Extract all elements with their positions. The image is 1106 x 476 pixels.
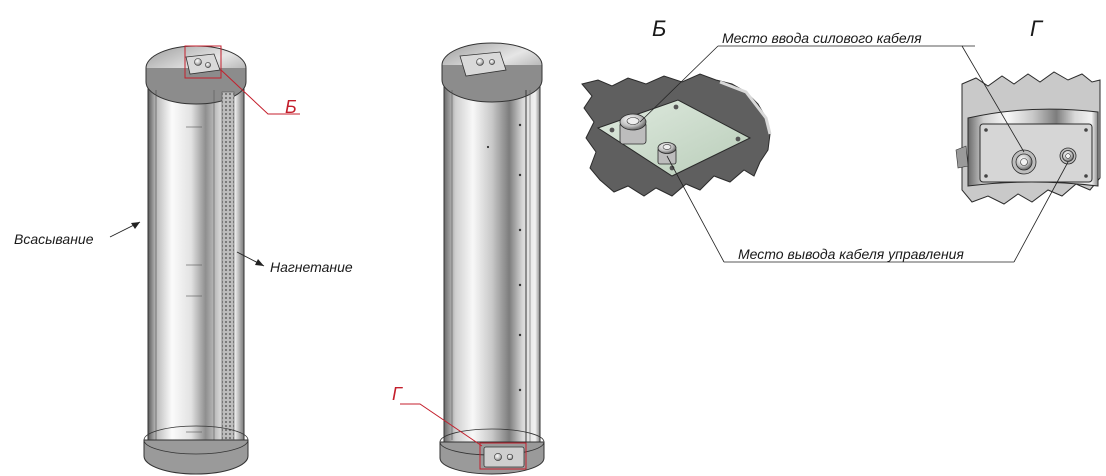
gland-bore [1020,158,1028,166]
air-curtain-unit-rear [439,42,545,475]
control-cable-leaders [666,155,1069,263]
air-curtain-unit-front [143,45,249,475]
panel-screw [1084,128,1088,132]
control-cable-gland [657,142,677,165]
unit-rear-gland-1 [476,58,484,66]
unit-front-gland-1 [194,58,202,66]
power-cable-gland-bottom [1011,149,1037,175]
gland-bore [662,144,672,150]
discharge-grille [221,91,235,443]
detail-g-title: Г [1030,16,1044,41]
rivet-dot [518,228,522,232]
leader-line [639,45,719,123]
detail-g-cable-stub [955,145,969,169]
rivet-dot [518,333,522,337]
detail-b-view [581,73,772,197]
leader-line [961,45,1025,153]
detail-g-leader [400,403,483,447]
plate-screw [609,127,615,133]
panel-screw [984,174,988,178]
gland-bore [626,117,640,125]
plate-screw [673,104,679,110]
leader-line [666,155,725,263]
detail-g-marker: Г [392,384,403,404]
rivet-dot [518,283,522,287]
detail-b-frame [184,45,222,79]
rivet-dot [518,123,522,127]
unit-rear-bottom-gland-1 [494,453,502,461]
unit-front-base [143,439,249,475]
gland-bore [1065,153,1071,159]
rivet-dot [518,173,522,177]
unit-front-gland-2 [205,62,211,68]
power-cable-gland [619,113,647,145]
unit-rear-bottom-gland-2 [506,453,514,461]
discharge-arrowhead [255,259,264,266]
suction-arrowhead [131,222,140,229]
detail-b-marker: Б [285,97,297,117]
discharge-label: Нагнетание [270,259,353,275]
detail-b-leader [220,69,300,115]
detail-b-title: Б [652,16,666,41]
leader-line [1013,161,1069,263]
power-cable-entry-label: Место ввода силового кабеля [722,30,922,46]
panel-screw [984,128,988,132]
unit-rear-gland-2 [489,59,495,65]
power-cable-leaders [639,45,1025,153]
control-cable-exit-label: Место вывода кабеля управления [738,246,964,262]
unit-front-base-top [143,425,249,455]
plate-screw [735,136,741,142]
panel-screw [1084,174,1088,178]
control-cable-gland-bottom [1059,147,1077,165]
detail-b-surface-edge [719,80,772,135]
rivet-dot [486,145,490,149]
unit-front-top-plate [185,53,221,75]
unit-rear-bottom-panel [483,446,525,468]
detail-g-view [955,71,1101,205]
detail-g-frame [479,442,527,470]
suction-label: Всасывание [14,231,94,247]
detail-g-panel [979,123,1093,183]
rivet-dot [518,388,522,392]
